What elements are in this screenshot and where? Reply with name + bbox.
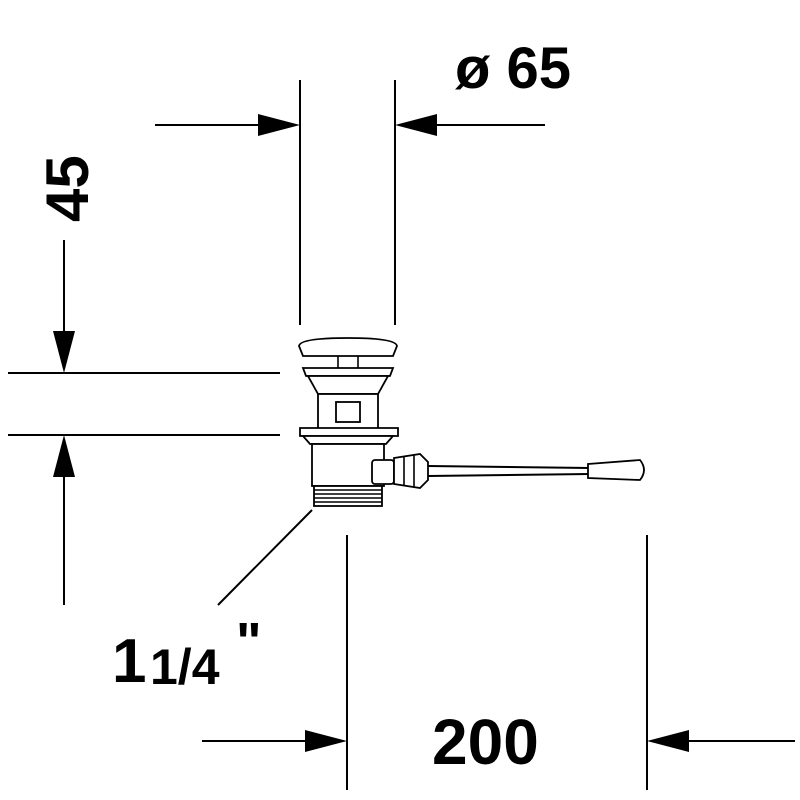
length-arrow-left [305, 730, 347, 752]
diameter-dimension: ø 65 [155, 36, 571, 325]
lock-nut [299, 427, 399, 437]
diameter-arrow-left [258, 114, 300, 136]
thread [313, 485, 383, 507]
thread-label-whole: 1 [112, 627, 146, 696]
lever-handle [587, 459, 645, 481]
flange [301, 367, 395, 377]
height-arrow-top [53, 331, 75, 373]
plug-cap [298, 337, 398, 357]
thread-lines [314, 489, 382, 503]
height-dimension: 45 [8, 155, 280, 605]
length-label: 200 [432, 706, 539, 778]
length-dimension: 200 [202, 535, 795, 790]
diameter-arrow-right [395, 114, 437, 136]
height-label: 45 [34, 155, 101, 222]
lock-nut-bevel [301, 435, 395, 445]
side-connector [371, 459, 395, 485]
diameter-label: ø 65 [455, 36, 571, 101]
length-arrow-right [647, 730, 689, 752]
height-arrow-bottom [53, 435, 75, 477]
waste-valve [298, 337, 645, 507]
thread-size-callout: 1 1/4 " [112, 509, 313, 696]
lever-rod-bottom [427, 473, 591, 477]
thread-leader-line [217, 509, 313, 606]
hex-nut [393, 453, 429, 489]
lever-rod-top [427, 465, 591, 469]
thread-label-fraction: 1/4 [150, 639, 220, 695]
valve-window [335, 401, 361, 423]
flange-cone [306, 375, 390, 395]
thread-label-inch: " [236, 612, 262, 672]
